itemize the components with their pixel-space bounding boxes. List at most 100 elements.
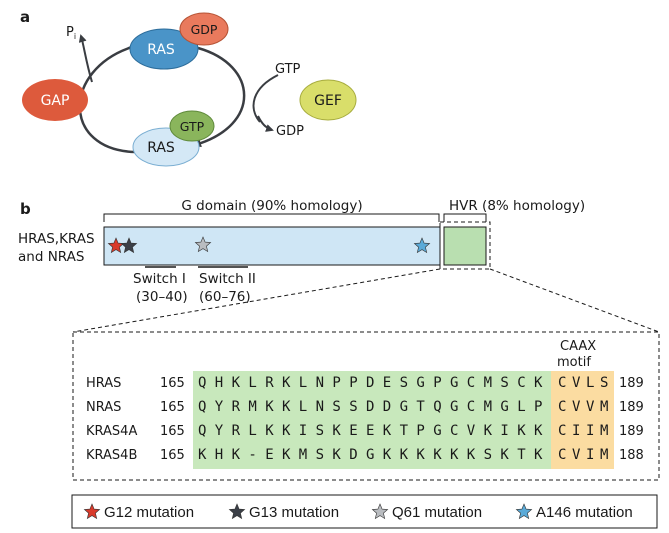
panel-a: a Pi GAP RAS GDP RAS GTP GTP GDP GEF — [20, 8, 357, 167]
amino-acid: S — [332, 399, 340, 415]
amino-acid: M — [299, 447, 307, 463]
amino-acid: N — [316, 399, 324, 415]
amino-acid: K — [534, 423, 543, 439]
amino-acid: K — [232, 447, 241, 463]
amino-acid: Q — [198, 399, 206, 415]
gef-label: GEF — [314, 93, 342, 109]
amino-acid: C — [517, 375, 525, 391]
sequence-end-position: 188 — [619, 448, 644, 463]
amino-acid: M — [484, 399, 492, 415]
cycle-left-arc — [78, 45, 136, 154]
amino-acid: G — [366, 447, 374, 463]
amino-acid: K — [332, 447, 341, 463]
switch1-label: Switch I — [133, 271, 186, 287]
amino-acid: K — [383, 447, 392, 463]
amino-acid: I — [500, 423, 508, 439]
caax-amino-acid: V — [572, 375, 581, 391]
amino-acid: G — [450, 399, 458, 415]
sequence-name: NRAS — [86, 400, 121, 415]
gap-label: GAP — [41, 93, 70, 109]
amino-acid: H — [215, 447, 223, 463]
amino-acid: D — [366, 375, 374, 391]
legend-box — [71, 494, 658, 529]
amino-acid: G — [500, 399, 508, 415]
hvr-label: HVR (8% homology) — [449, 198, 585, 214]
amino-acid: K — [416, 447, 425, 463]
protein-label-line2: and NRAS — [18, 249, 84, 265]
amino-acid: R — [265, 375, 274, 391]
amino-acid: G — [400, 399, 408, 415]
sequence-end-position: 189 — [619, 424, 644, 439]
amino-acid: Q — [198, 423, 206, 439]
amino-acid: D — [383, 399, 391, 415]
amino-acid: C — [467, 399, 475, 415]
amino-acid: K — [332, 423, 341, 439]
amino-acid: P — [534, 399, 542, 415]
pi-label: Pi — [66, 25, 76, 41]
amino-acid: K — [265, 399, 274, 415]
gdp-out-arrow — [257, 115, 274, 132]
amino-acid: D — [349, 447, 357, 463]
amino-acid: S — [484, 447, 492, 463]
sequence-name: HRAS — [86, 376, 121, 391]
sequence-end-position: 189 — [619, 376, 644, 391]
amino-acid: K — [383, 423, 392, 439]
amino-acid: Q — [198, 375, 206, 391]
amino-acid: K — [282, 399, 291, 415]
q61-mutation-star — [194, 236, 212, 253]
legend-star-icon — [515, 503, 533, 520]
amino-acid: K — [198, 447, 207, 463]
caax-label-line1: CAAX — [560, 339, 596, 354]
amino-acid: P — [332, 375, 340, 391]
zoom-line-right — [489, 268, 660, 333]
caax-amino-acid: V — [572, 399, 581, 415]
caax-amino-acid: C — [558, 423, 566, 439]
amino-acid: N — [316, 375, 324, 391]
amino-acid: K — [400, 447, 409, 463]
hvr-bracket — [443, 213, 487, 222]
g-domain-bracket — [103, 213, 440, 222]
caax-label-line2: motif — [557, 355, 591, 370]
switch2-label: Switch II — [199, 271, 256, 287]
ras-top-label: RAS — [147, 42, 175, 58]
caax-amino-acid: M — [600, 423, 608, 439]
amino-acid: - — [248, 447, 256, 463]
amino-acid: E — [265, 447, 273, 463]
gtp-in-label: GTP — [275, 62, 301, 77]
amino-acid: P — [349, 375, 357, 391]
sequence-detail-box — [72, 331, 660, 481]
gdp-bound-label: GDP — [191, 22, 218, 37]
pi-release-arrow — [78, 34, 93, 83]
gtp-bound-label: GTP — [180, 119, 205, 134]
amino-acid: K — [534, 447, 543, 463]
legend-label: G12 mutation — [104, 504, 194, 521]
amino-acid: R — [232, 399, 241, 415]
a146-mutation-star — [413, 237, 431, 254]
amino-acid: E — [366, 423, 374, 439]
g-domain-label: G domain (90% homology) — [181, 198, 362, 214]
amino-acid: S — [316, 447, 324, 463]
legend-label: A146 mutation — [536, 504, 633, 521]
caax-amino-acid: C — [558, 399, 566, 415]
panel-b: b G domain (90% homology) HVR (8% homolo… — [18, 198, 660, 481]
amino-acid: K — [450, 447, 459, 463]
amino-acid: K — [517, 423, 526, 439]
amino-acid: T — [416, 399, 425, 415]
amino-acid: G — [416, 375, 424, 391]
amino-acid: K — [534, 375, 543, 391]
caax-amino-acid: V — [572, 447, 581, 463]
amino-acid: H — [215, 375, 223, 391]
amino-acid: Q — [433, 399, 441, 415]
sequence-start-position: 165 — [160, 376, 185, 391]
caax-amino-acid: M — [600, 399, 608, 415]
sequence-homology-block — [193, 371, 551, 469]
ras-bottom-label: RAS — [147, 140, 175, 156]
legend-star-icon — [371, 503, 389, 520]
amino-acid: I — [299, 423, 307, 439]
sequence-start-position: 165 — [160, 448, 185, 463]
legend-label: G13 mutation — [249, 504, 339, 521]
amino-acid: K — [232, 375, 241, 391]
